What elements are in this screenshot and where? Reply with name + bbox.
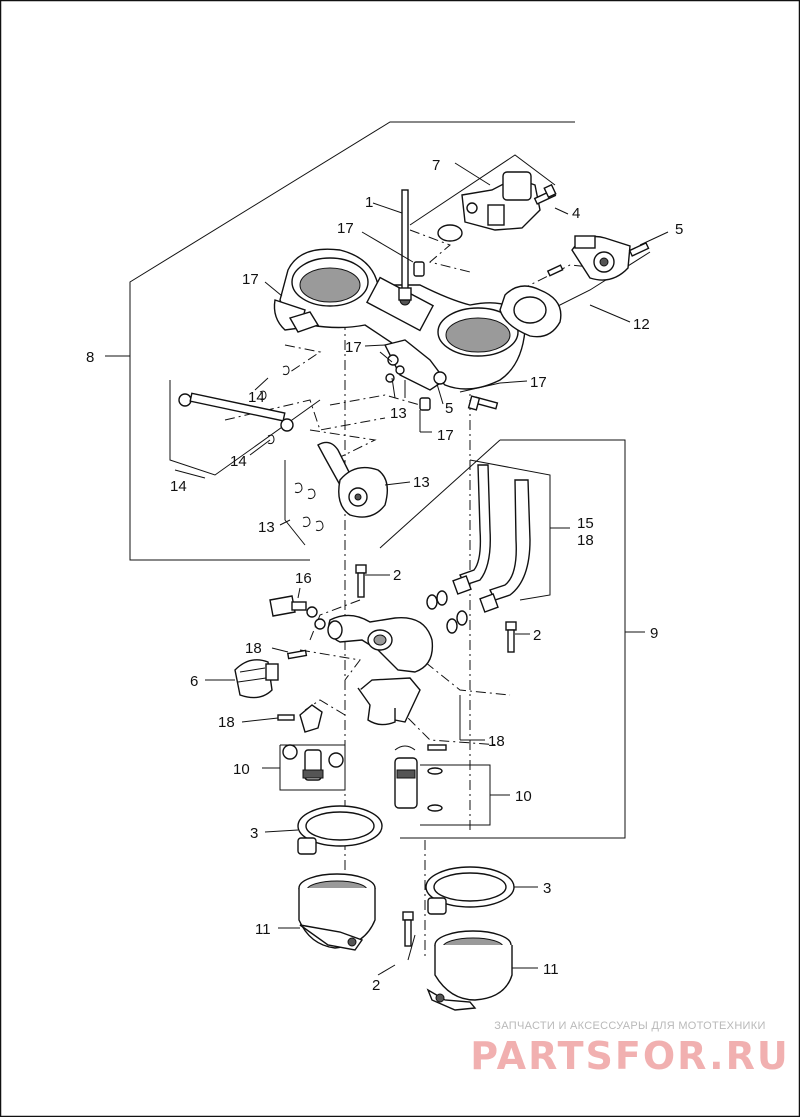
intake-flange-11-right	[426, 930, 513, 1011]
idle-air-control-valve	[461, 171, 541, 231]
callout-10-b: 10	[515, 788, 532, 805]
screw-tps	[546, 264, 564, 277]
screw-4	[533, 183, 557, 205]
watermark-brand: PARTSFOR.RU	[470, 1034, 790, 1078]
group-bracket-9	[379, 439, 645, 839]
callout-2-a: 2	[393, 567, 401, 584]
callout-17-c: 17	[345, 339, 362, 356]
fuel-pressure-regulator-6	[234, 659, 279, 699]
fuel-injector-right	[394, 744, 447, 812]
hose-clamp-3-right	[425, 866, 515, 915]
callout-6: 6	[190, 673, 198, 690]
callout-14-a: 14	[248, 389, 265, 406]
group-bracket-14	[169, 380, 321, 479]
screw-2-right	[505, 621, 517, 653]
fuel-line-right	[479, 479, 531, 613]
callout-7: 7	[432, 157, 440, 174]
screw-5-upper	[628, 241, 650, 257]
group-bracket-10-left	[262, 744, 346, 791]
callout-2-b: 2	[533, 627, 541, 644]
callout-9: 9	[650, 625, 658, 642]
callout-8: 8	[86, 349, 94, 366]
callout-3-b: 3	[543, 880, 551, 897]
watermark-caption: ЗАПЧАСТИ И АКСЕССУАРЫ ДЛЯ МОТОТЕХНИКИ	[494, 1020, 766, 1032]
callout-13-c: 13	[258, 519, 275, 536]
callout-17-a: 17	[337, 220, 354, 237]
group-bracket-13	[279, 460, 306, 546]
callout-14-b: 14	[230, 453, 247, 470]
callout-17-b: 17	[242, 271, 259, 288]
callout-4: 4	[572, 205, 580, 222]
callout-2-c: 2	[372, 977, 380, 994]
callout-13-a: 13	[390, 405, 407, 422]
callout-18-c: 18	[218, 714, 235, 731]
callout-5-top: 5	[675, 221, 683, 238]
shaft-part-1	[398, 189, 412, 301]
callout-18-a: 18	[577, 532, 594, 549]
callout-3-a: 3	[250, 825, 258, 842]
callout-12: 12	[633, 316, 650, 333]
screw-18-regulator	[286, 649, 308, 660]
callout-18-b: 18	[245, 640, 262, 657]
callout-17-e: 17	[437, 427, 454, 444]
callout-11-b: 11	[543, 961, 559, 978]
fuel-injector-left	[277, 704, 344, 781]
intake-flange-11-left	[298, 873, 376, 951]
leader-lines	[205, 202, 669, 976]
watermark: ЗАПЧАСТИ И АКСЕССУАРЫ ДЛЯ МОТОТЕХНИКИ PA…	[470, 1020, 790, 1078]
throttle-body	[273, 248, 526, 391]
cable-pulley-13	[294, 441, 388, 532]
fuel-line-left	[452, 464, 491, 595]
callout-13-b: 13	[413, 474, 430, 491]
callout-labels: 1 7 4 5 17 17 12 8 17 17 14 13 5 17 14 1…	[86, 157, 683, 994]
plug-17	[413, 261, 431, 411]
callout-17-d: 17	[530, 374, 547, 391]
o-ring-7	[437, 224, 463, 242]
group-bracket-8	[105, 121, 575, 561]
callout-11-a: 11	[255, 921, 271, 938]
gasket-12	[499, 285, 562, 338]
callout-18-d: 18	[488, 733, 505, 750]
callout-14-c: 14	[170, 478, 187, 495]
throttle-position-sensor	[571, 235, 631, 281]
callout-15: 15	[577, 515, 594, 532]
callout-16: 16	[295, 570, 312, 587]
screw-5-lower	[467, 395, 499, 411]
callout-1: 1	[365, 194, 373, 211]
washers-fuel	[426, 590, 468, 634]
hose-clamp-3-left	[297, 805, 383, 855]
screw-2-top	[355, 564, 367, 598]
group-bracket-7	[409, 154, 556, 226]
screw-2-bottom	[402, 911, 414, 947]
callout-5-lower: 5	[445, 400, 453, 417]
regulator-bolt-16	[269, 595, 326, 630]
linkage-rod-14	[178, 365, 294, 445]
callout-10-a: 10	[233, 761, 250, 778]
group-bracket-10-right	[420, 764, 510, 826]
bracket-clip-18	[357, 687, 396, 726]
group-bracket-15-18	[469, 459, 570, 601]
